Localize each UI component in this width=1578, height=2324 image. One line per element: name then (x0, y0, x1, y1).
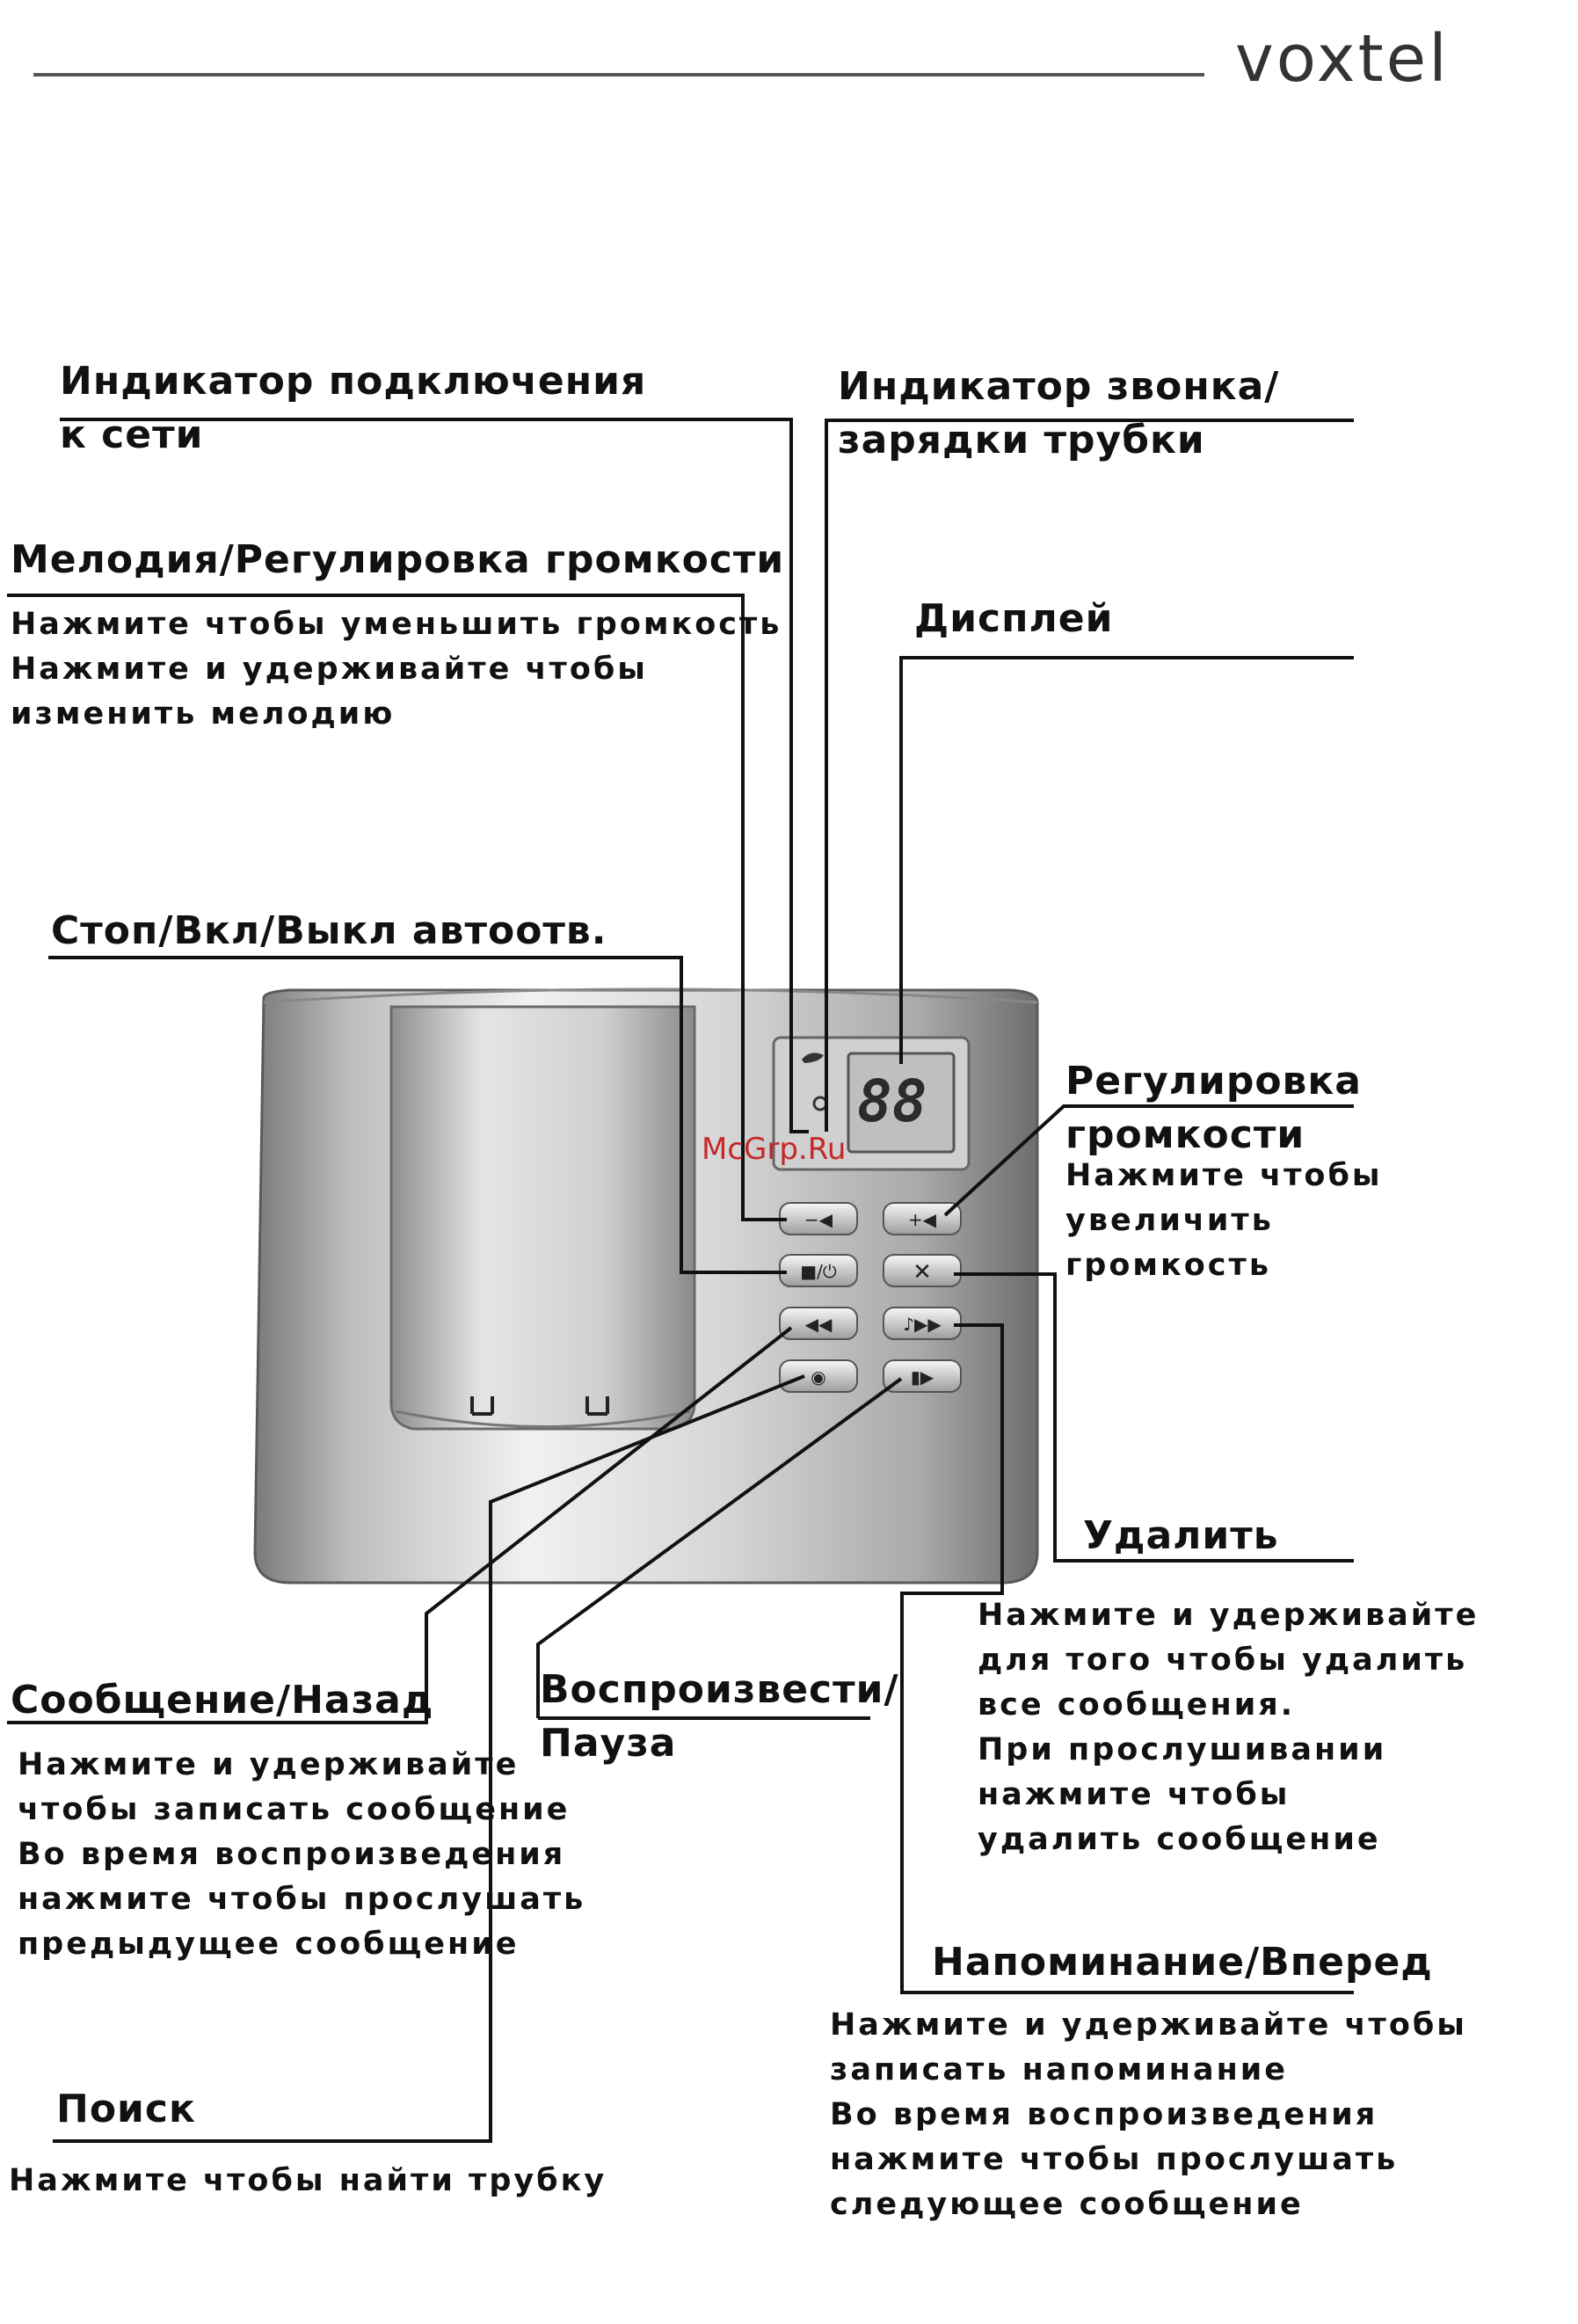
watermark: McGrp.Ru (702, 1132, 847, 1167)
message-back-title: Сообщение/Назад (11, 1678, 434, 1723)
message-back-description: Нажмите и удерживайте чтобы записать соо… (18, 1747, 586, 1962)
ring-indicator-label: Индикатор звонка/ зарядки трубки (838, 364, 1280, 463)
search-button (779, 1359, 858, 1393)
play-pause-label: Воспроизвести/ Пауза (540, 1667, 899, 1766)
svg-text:◉: ◉ (811, 1366, 825, 1388)
volume-up-title: Регулировка громкости (1065, 1059, 1362, 1157)
delete-description: Нажмите и удерживайте для того чтобы уда… (978, 1598, 1480, 1857)
delete-title: Удалить (1083, 1513, 1279, 1558)
svg-text:■/⏻: ■/⏻ (800, 1261, 837, 1282)
lcd-digits: 88 (857, 1067, 927, 1135)
search-title: Поиск (56, 2087, 196, 2131)
svg-text:✕: ✕ (913, 1259, 932, 1286)
display-label: Дисплей (914, 596, 1114, 641)
svg-text:◀◀: ◀◀ (805, 1314, 833, 1335)
volume-up-button (883, 1202, 962, 1235)
search-description: Нажмите чтобы найти трубку (9, 2163, 607, 2198)
memo-forward-description: Нажмите и удерживайте чтобы записать нап… (830, 2007, 1467, 2222)
delete-button (883, 1254, 962, 1287)
svg-text:▮▶: ▮▶ (911, 1366, 934, 1388)
melody-volume-title: Мелодия/Регулировка громкости (11, 537, 785, 582)
voxtel-logo: voxtel (1235, 21, 1450, 97)
leader-lines (7, 418, 1354, 2143)
volume-up-description: Нажмите чтобы увеличить громкость (1065, 1158, 1383, 1283)
svg-text:−◀: −◀ (804, 1209, 833, 1230)
stop-onoff-label: Стоп/Вкл/Выкл автоотв. (51, 908, 607, 953)
answering-machine-base: −◀ +◀ ■/⏻ ✕ ◀◀ ♪▶▶ ◉ ▮▶ (253, 987, 1039, 1585)
back-button (779, 1307, 858, 1340)
play-button (883, 1359, 962, 1393)
svg-text:♪▶▶: ♪▶▶ (903, 1314, 942, 1335)
memo-forward-title: Напоминание/Вперед (932, 1940, 1433, 1985)
network-indicator-label: Индикатор подключения к сети (60, 359, 647, 457)
svg-text:+◀: +◀ (908, 1209, 937, 1230)
melody-volume-description: Нажмите чтобы уменьшить громкость Нажмит… (11, 607, 782, 732)
